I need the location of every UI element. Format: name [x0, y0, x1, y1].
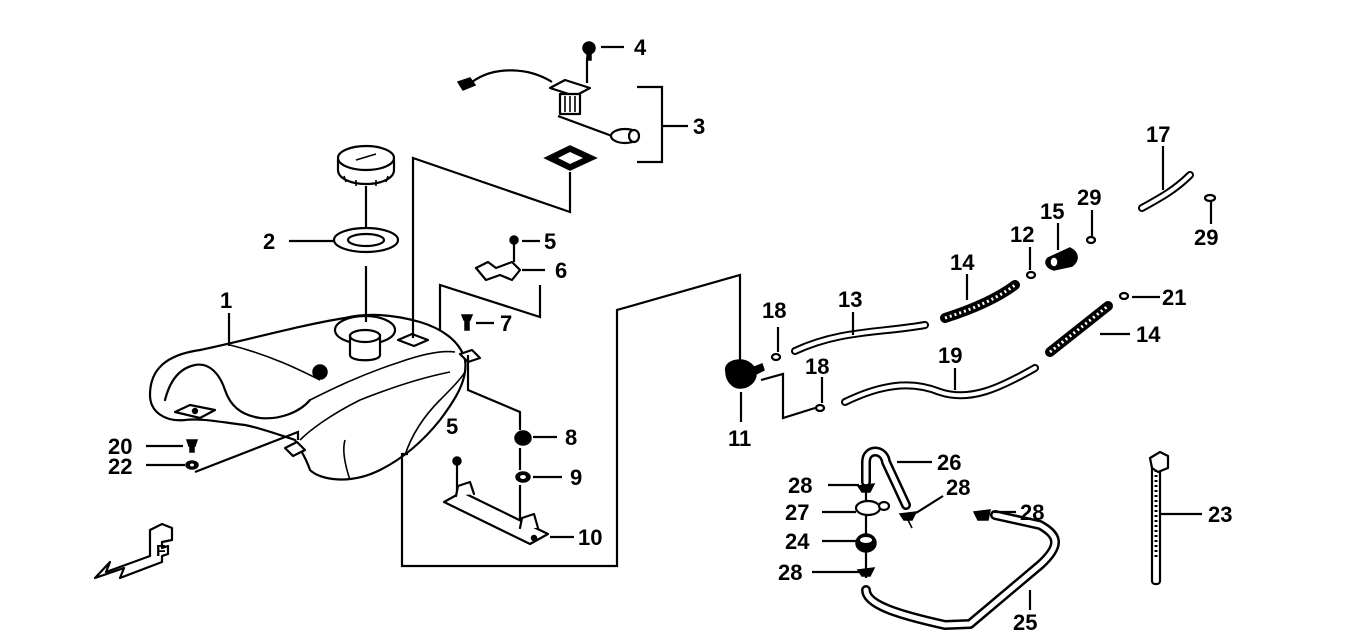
- callout-4: 4: [634, 35, 647, 60]
- callout-13: 13: [838, 287, 862, 312]
- bolt-5-upper: [509, 235, 519, 262]
- assembly-lines: [194, 58, 868, 578]
- callout-17: 17: [1146, 122, 1170, 147]
- clamp-12: [1025, 270, 1037, 280]
- callout-21: 21: [1162, 285, 1186, 310]
- callout-15: 15: [1040, 199, 1064, 224]
- callout-9: 9: [570, 465, 582, 490]
- callout-28-c: 28: [1020, 500, 1044, 525]
- callout-18-upper: 18: [762, 298, 786, 323]
- callout-14-upper: 14: [950, 250, 975, 275]
- grommet-8: [514, 430, 532, 446]
- callout-19: 19: [938, 343, 962, 368]
- cap-gasket: [332, 226, 400, 254]
- callout-22: 22: [108, 454, 132, 479]
- callout-28-d: 28: [778, 560, 802, 585]
- fitting-28-top: [856, 483, 876, 493]
- bolt-5-lower: [452, 456, 462, 466]
- hose-26: [861, 446, 911, 510]
- valve-24: [855, 533, 877, 553]
- direction-marker-label: F: [156, 543, 166, 560]
- hose-19: [841, 364, 1039, 406]
- callout-labels: 1 2 3 4 5 5 6 7 8 9 10 11 12 13 14 14 15…: [108, 35, 1232, 634]
- callout-1: 1: [220, 288, 232, 313]
- callout-29-left: 29: [1077, 185, 1101, 210]
- washer-9: [515, 471, 531, 483]
- callout-8: 8: [565, 425, 577, 450]
- callout-14-lower: 14: [1136, 322, 1161, 347]
- fuel-sender-unit: [456, 69, 641, 145]
- callout-27: 27: [785, 500, 809, 525]
- callout-11: 11: [728, 426, 751, 451]
- callout-7: 7: [500, 311, 512, 336]
- callout-2: 2: [263, 229, 275, 254]
- clamp-18-lower: [814, 403, 826, 413]
- fitting-28-bottom: [856, 567, 876, 577]
- callout-23: 23: [1208, 502, 1232, 527]
- clamp-18-upper: [770, 352, 782, 362]
- callout-10: 10: [578, 525, 602, 550]
- callout-18-lower: 18: [805, 354, 829, 379]
- clamp-29-right: [1203, 193, 1217, 203]
- hose-17: [1138, 171, 1194, 212]
- callout-26: 26: [937, 450, 961, 475]
- callout-24: 24: [785, 529, 810, 554]
- bolt-7: [460, 314, 474, 331]
- callout-20: 20: [108, 434, 132, 459]
- sender-gasket: [543, 145, 598, 171]
- fitting-28-mid: [898, 511, 918, 529]
- hose-25: [861, 510, 1060, 630]
- fuel-tank: [148, 313, 482, 481]
- bracket-6: [474, 260, 522, 282]
- spacer-27: [854, 499, 891, 517]
- cable-tie-23: [1148, 450, 1170, 586]
- callout-28-b: 28: [946, 475, 970, 500]
- screw-4: [582, 41, 596, 61]
- callout-6: 6: [555, 258, 567, 283]
- ribbed-hose-14-lower: [1045, 301, 1113, 357]
- washer-22: [185, 460, 199, 470]
- callout-25: 25: [1013, 610, 1037, 634]
- front-direction-arrow-icon: F: [93, 522, 174, 580]
- callout-12: 12: [1010, 222, 1034, 247]
- fuel-filter-15: [1045, 247, 1078, 271]
- callout-5-lower: 5: [446, 414, 458, 439]
- bolt-20: [185, 439, 199, 453]
- callout-29-right: 29: [1194, 225, 1218, 250]
- tank-cap: [336, 144, 396, 186]
- callout-5-upper: 5: [544, 229, 556, 254]
- fuel-valve-11: [724, 359, 765, 389]
- clamp-21: [1118, 291, 1130, 301]
- clamp-29-left: [1085, 235, 1097, 245]
- callout-28-a: 28: [788, 473, 812, 498]
- bracket-10: [442, 480, 550, 546]
- callout-leaders: [146, 45, 1213, 610]
- hose-13: [791, 321, 929, 355]
- fitting-28-right: [972, 509, 991, 521]
- ribbed-hose-14-upper: [940, 280, 1020, 323]
- callout-3: 3: [693, 114, 705, 139]
